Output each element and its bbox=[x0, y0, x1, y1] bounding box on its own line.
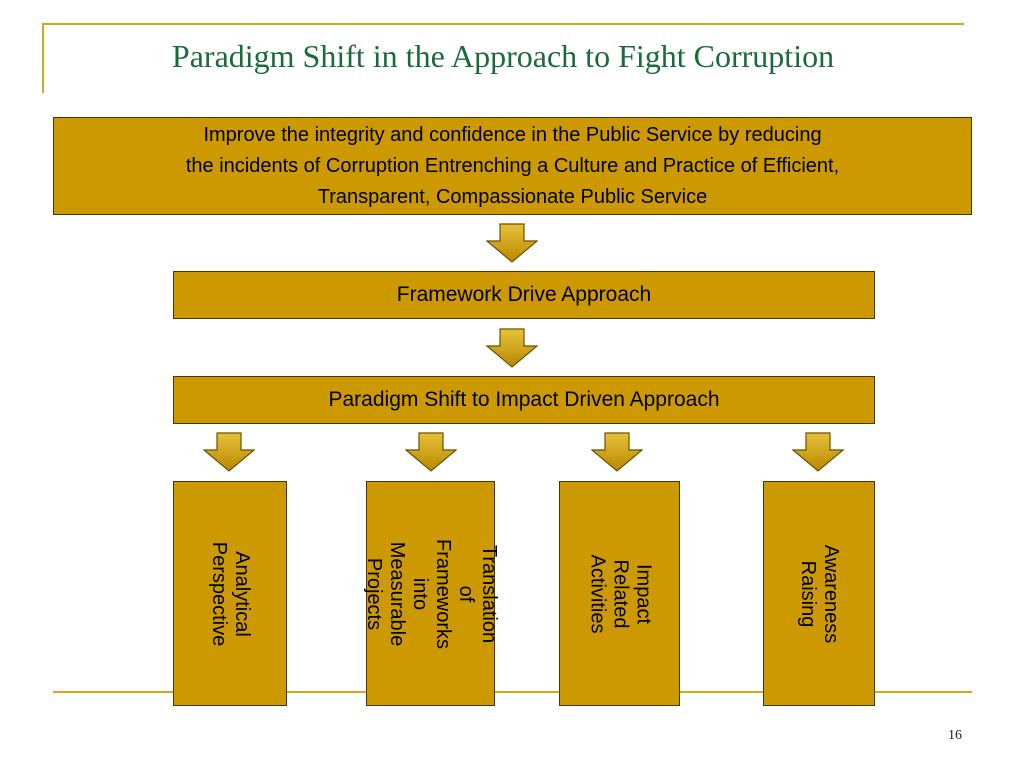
down-arrow-icon bbox=[405, 432, 457, 472]
frame-left-rule bbox=[42, 23, 44, 93]
paradigm-box: Paradigm Shift to Impact Driven Approach bbox=[173, 376, 875, 424]
down-arrow-icon bbox=[203, 432, 255, 472]
slide-title: Paradigm Shift in the Approach to Fight … bbox=[171, 38, 835, 74]
down-arrow-icon bbox=[486, 328, 538, 368]
goal-box: Improve the integrity and confidence in … bbox=[53, 117, 972, 215]
down-arrow-icon bbox=[792, 432, 844, 472]
column-awareness-raising: Awareness Raising bbox=[763, 481, 875, 706]
goal-line-3: Transparent, Compassionate Public Servic… bbox=[317, 185, 708, 208]
goal-line-1: Improve the integrity and confidence in … bbox=[203, 123, 822, 146]
down-arrow-icon bbox=[591, 432, 643, 472]
page-number: 16 bbox=[948, 728, 962, 743]
column-impact-related-activities: Impact Related Activities bbox=[559, 481, 680, 706]
column-label: Analytical Perspective bbox=[208, 541, 253, 646]
frame-top-rule bbox=[42, 23, 964, 25]
column-analytical-perspective: Analytical Perspective bbox=[173, 481, 287, 706]
goal-line-2: the incidents of Corruption Entrenching … bbox=[185, 154, 840, 177]
column-translation-of-frameworks: Translation of Frameworks into Measurabl… bbox=[363, 481, 500, 706]
bottom-rule bbox=[53, 691, 972, 693]
column-label: Translation of Frameworks into Measurabl… bbox=[362, 538, 500, 649]
down-arrow-icon bbox=[486, 223, 538, 263]
column-label: Impact Related Activities bbox=[586, 554, 654, 633]
framework-box: Framework Drive Approach bbox=[173, 271, 875, 319]
column-label: Awareness Raising bbox=[797, 544, 842, 643]
